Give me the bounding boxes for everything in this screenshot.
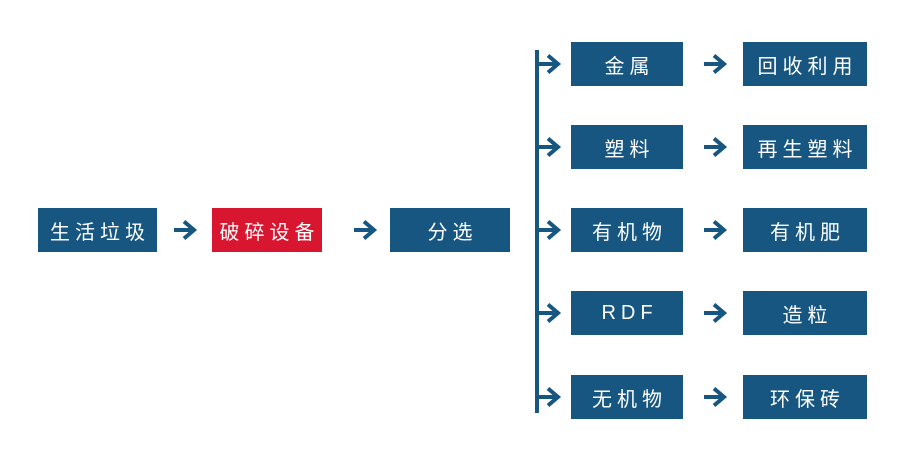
node-sorting: 分选 bbox=[390, 208, 510, 252]
branch-arrow-right-icon bbox=[536, 301, 562, 325]
branch-arrow-right-icon bbox=[536, 52, 562, 76]
node-granulation: 造粒 bbox=[743, 291, 867, 335]
arrow-right-icon bbox=[702, 301, 728, 325]
arrow-right-icon bbox=[702, 218, 728, 242]
node-metal: 金属 bbox=[571, 42, 683, 86]
node-household-waste: 生活垃圾 bbox=[38, 208, 157, 252]
node-rdf: RDF bbox=[571, 291, 683, 335]
node-plastic: 塑料 bbox=[571, 125, 683, 169]
branch-arrow-right-icon bbox=[536, 135, 562, 159]
arrow-right-icon bbox=[352, 218, 378, 242]
node-organic-matter: 有机物 bbox=[571, 208, 683, 252]
arrow-right-icon bbox=[172, 218, 198, 242]
branch-arrow-right-icon bbox=[536, 218, 562, 242]
arrow-right-icon bbox=[702, 135, 728, 159]
arrow-right-icon bbox=[702, 385, 728, 409]
branch-arrow-right-icon bbox=[536, 385, 562, 409]
node-recycled-plastic: 再生塑料 bbox=[743, 125, 867, 169]
arrow-right-icon bbox=[702, 52, 728, 76]
node-crushing-equipment: 破碎设备 bbox=[212, 208, 322, 252]
node-organic-fertilizer: 有机肥 bbox=[743, 208, 867, 252]
node-recycling: 回收利用 bbox=[743, 42, 867, 86]
node-inorganic-matter: 无机物 bbox=[571, 375, 683, 419]
node-eco-brick: 环保砖 bbox=[743, 375, 867, 419]
